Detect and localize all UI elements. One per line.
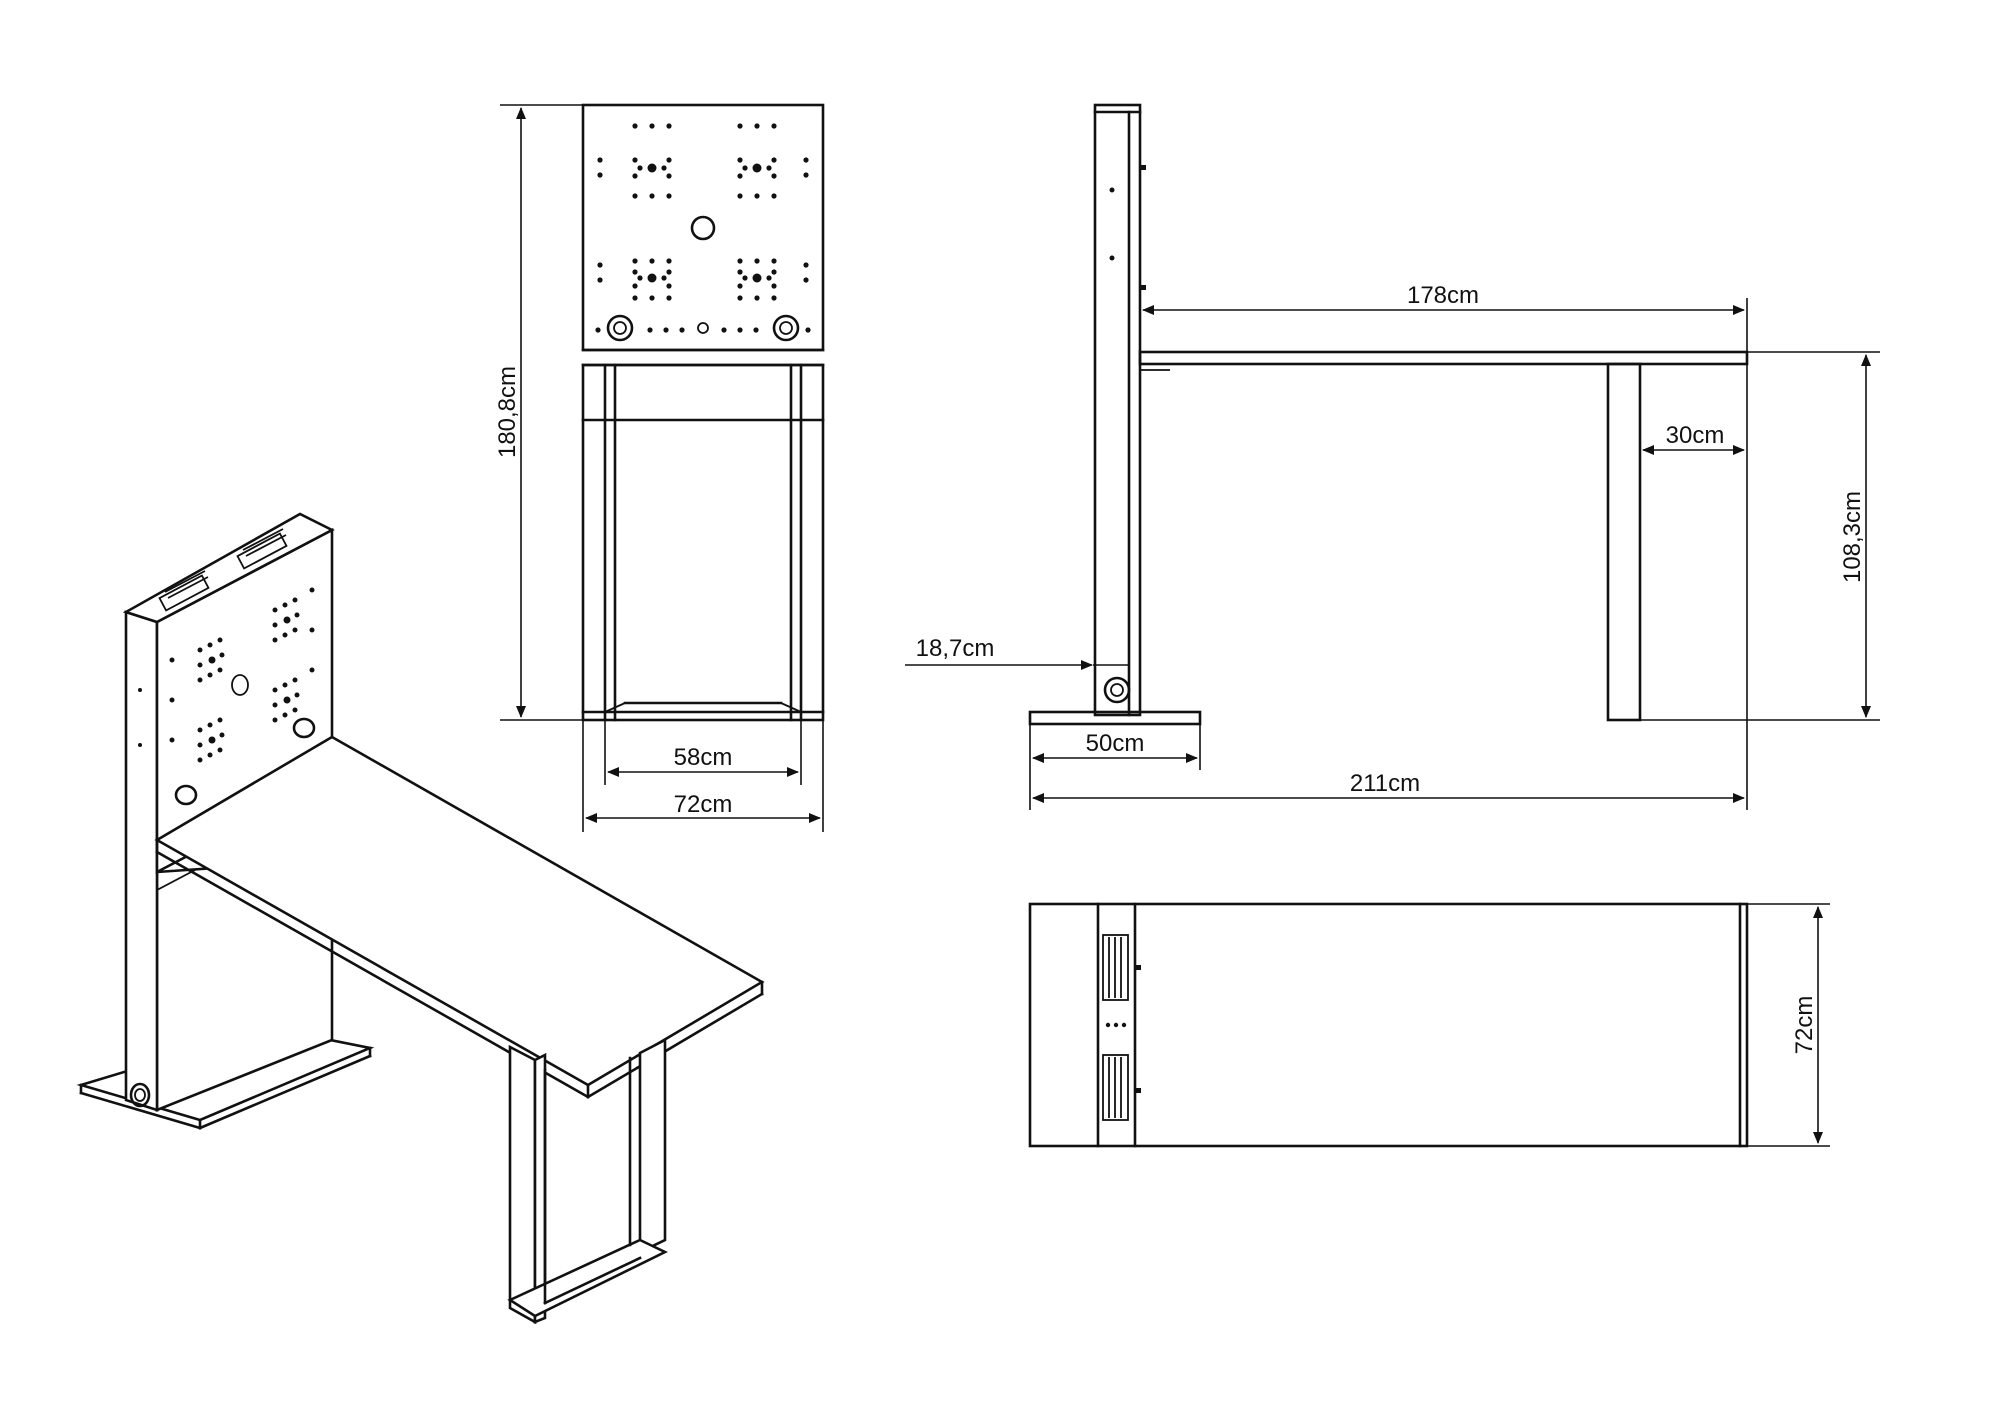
dim-front-inner-width: 58cm [674,744,733,771]
dim-front-height: 180,8cm [494,366,521,458]
iso-cable-port [129,1082,151,1108]
side-leg [1606,362,1642,722]
front-lower-frame [581,363,825,722]
dim-side-desk-height: 108,3cm [1839,491,1866,583]
front-knob-right [772,314,800,342]
side-base [1028,710,1202,726]
side-desk-top [1138,350,1749,366]
iso-center-hole [231,674,249,696]
top-vent-grills [1102,934,1141,1121]
dim-side-base-width: 50cm [1086,730,1145,757]
dim-side-desk-length: 178cm [1407,282,1479,309]
dim-side-leg-width: 30cm [1666,422,1725,449]
dim-side-total-length: 211cm [1350,770,1420,797]
side-view: 178cm 30cm 108,3cm 18,7cm 50cm 211cm [905,103,1880,810]
iso-column-left-face [124,610,159,1112]
iso-knob-left [174,784,198,806]
dim-side-column-depth: 18,7cm [916,635,995,662]
front-center-hole [690,215,716,241]
side-column [1093,103,1142,717]
front-view: 180,8cm 58cm 72cm [494,103,825,832]
iso-vent-grills [158,528,288,612]
front-knob-left [606,314,634,342]
dim-front-width: 72cm [674,791,733,818]
dim-top-width: 72cm [1791,996,1818,1055]
front-hole-pattern [595,123,811,333]
iso-knob-right [292,717,316,739]
top-desk-outline [1028,902,1749,1148]
side-cable-port [1103,676,1131,704]
top-view: 72cm [1028,902,1830,1148]
front-panel [581,103,825,352]
iso-column-top [122,512,335,624]
iso-hole-pattern [138,587,315,763]
iso-u-leg [507,1037,668,1325]
isometric-view [76,512,765,1325]
